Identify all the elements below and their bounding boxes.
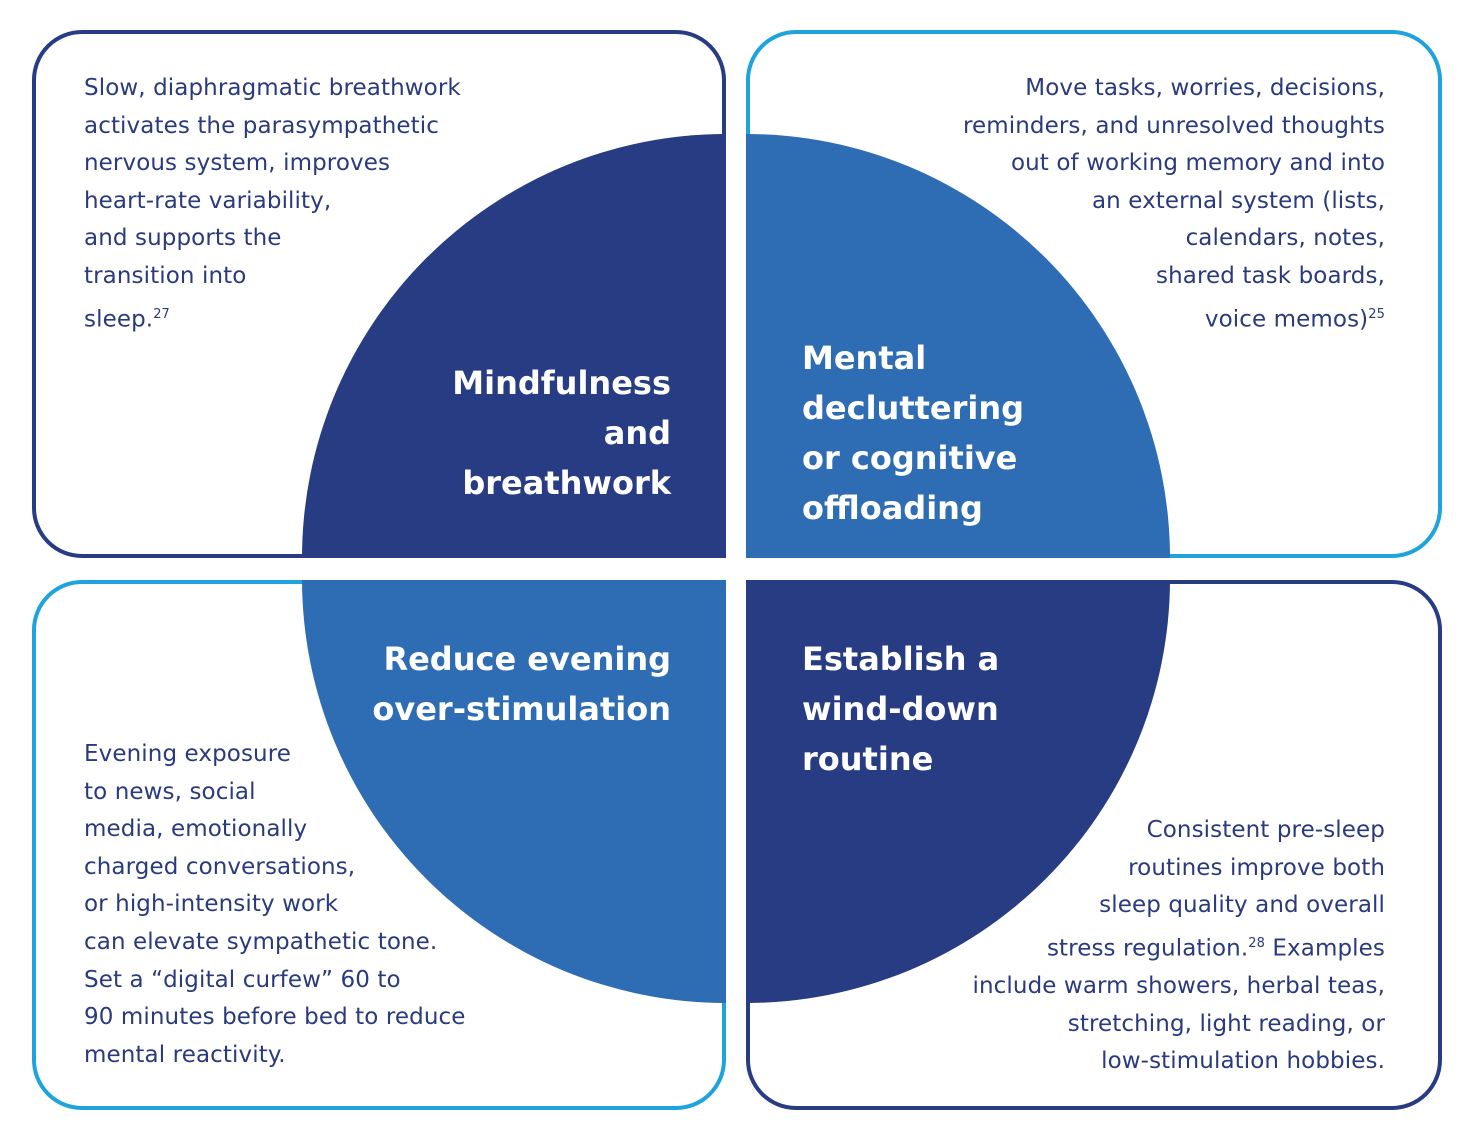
- citation-25: 25: [1368, 306, 1385, 322]
- mindfulness-body: Slow, diaphragmatic breathwork activates…: [84, 75, 461, 333]
- wind-down-body-part2: Examples include warm showers, herbal te…: [972, 935, 1385, 1075]
- title-mindfulness: Mindfulness and breathwork: [452, 364, 671, 502]
- citation-27: 27: [153, 306, 170, 322]
- overstimulation-body: Evening exposure to news, social media, …: [84, 741, 466, 1068]
- quadrant-top-right: [746, 134, 1170, 558]
- decluttering-body: Move tasks, worries, decisions, reminder…: [962, 75, 1385, 333]
- quadrant-bottom-right: [746, 580, 1170, 1003]
- decluttering-description: Move tasks, worries, decisions, reminder…: [963, 70, 1385, 339]
- mindfulness-description: Slow, diaphragmatic breathwork activates…: [84, 70, 461, 339]
- citation-28: 28: [1248, 935, 1266, 951]
- title-reduce-overstimulation: Reduce evening over-stimulation: [372, 640, 671, 728]
- quadrant-bottom-left: [302, 580, 726, 1003]
- wind-down-description: Consistent pre-sleep routines improve bo…: [972, 812, 1385, 1081]
- quadrant-top-left: [302, 134, 726, 558]
- overstimulation-description: Evening exposure to news, social media, …: [84, 736, 466, 1074]
- wind-down-body-part1: Consistent pre-sleep routines improve bo…: [1046, 817, 1385, 962]
- title-wind-down: Establish a wind-down routine: [802, 640, 1000, 778]
- title-mental-decluttering: Mental decluttering or cognitive offload…: [802, 339, 1025, 527]
